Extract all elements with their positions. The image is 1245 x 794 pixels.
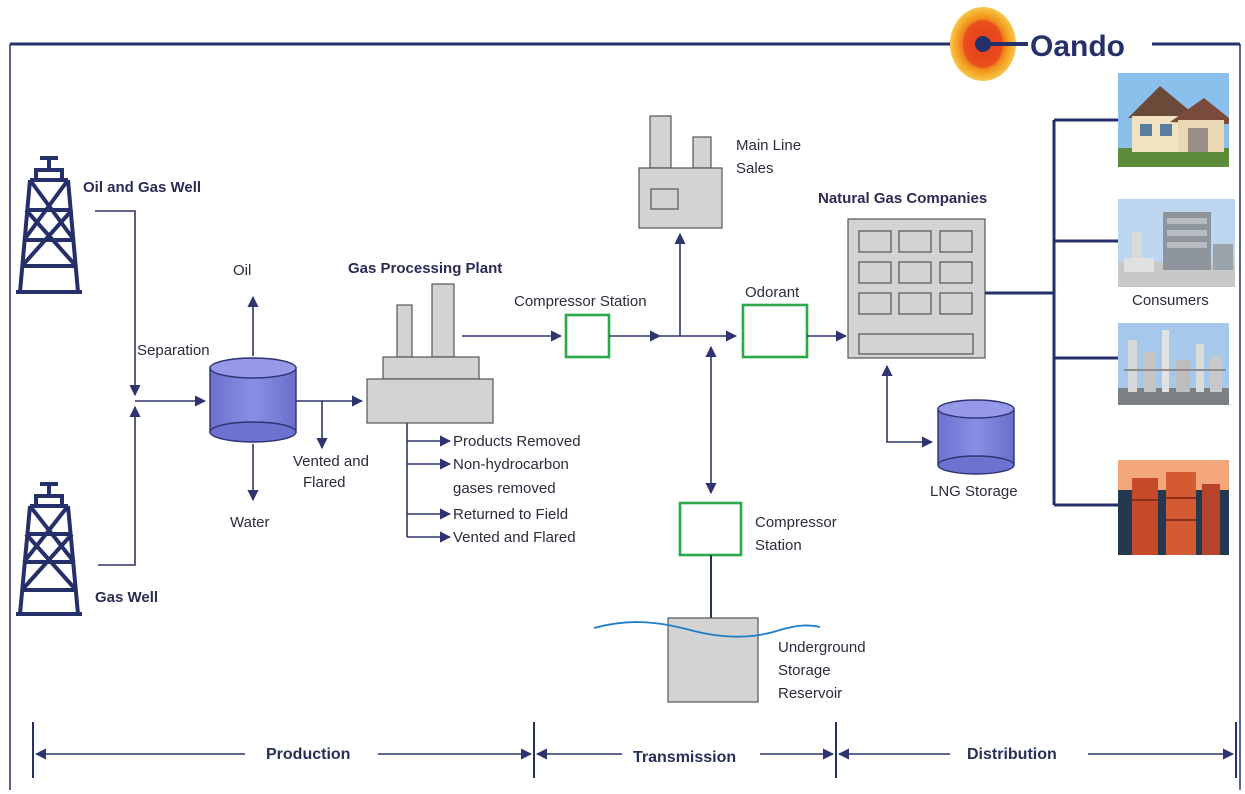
underground-label-2: Storage [778, 662, 831, 679]
separator-tank [209, 357, 297, 443]
phase-transmission-label: Transmission [633, 749, 736, 766]
underground-storage-reservoir [593, 617, 821, 703]
compressor-station-label: Compressor Station [514, 293, 647, 310]
gas-processing-plant [366, 283, 494, 424]
underground-label-3: Reservoir [778, 685, 842, 702]
returned-to-field-label: Returned to Field [453, 506, 568, 523]
phase-distribution-label: Distribution [967, 746, 1057, 763]
natural-gas-companies-building [847, 218, 986, 359]
oil-label: Oil [233, 262, 251, 279]
underground-label-1: Underground [778, 639, 866, 656]
vented-flared-label-2: Flared [303, 474, 346, 491]
phase-production-label: Production [266, 746, 350, 763]
lng-storage-label: LNG Storage [930, 483, 1018, 500]
compressor-station-box [564, 313, 611, 359]
vented-and-flared-label: Vented and Flared [453, 529, 576, 546]
main-line-label-2: Sales [736, 160, 774, 177]
compressor-station-2-box [678, 501, 743, 557]
odorant-label: Odorant [745, 284, 800, 301]
industrial-tanks-photo [1118, 460, 1229, 555]
power-plant-photo [1118, 199, 1235, 287]
products-removed-label: Products Removed [453, 433, 581, 450]
plant-output-lines [406, 423, 452, 543]
separation-label: Separation [137, 342, 210, 359]
non-hydrocarbon-label-2: gases removed [453, 480, 556, 497]
refinery-photo [1118, 323, 1229, 405]
oil-and-gas-well-label: Oil and Gas Well [83, 179, 201, 196]
distribution-lines [985, 118, 1118, 507]
gas-processing-plant-label: Gas Processing Plant [348, 260, 502, 277]
main-line-sales-building [638, 115, 723, 229]
lng-storage-arrow [881, 364, 934, 448]
water-label: Water [230, 514, 269, 531]
main-line-label-1: Main Line [736, 137, 801, 154]
compressor-station-2-label-2: Station [755, 537, 802, 554]
well-collection-lines [95, 210, 207, 566]
oando-logo-text: Oando [1030, 30, 1125, 63]
gas-well-label: Gas Well [95, 589, 158, 606]
oando-logo: Oando [950, 7, 1152, 81]
house-photo [1118, 73, 1229, 167]
odorant-box [741, 303, 809, 359]
vented-flared-label-1: Vented and [293, 453, 369, 470]
lng-storage-tank [937, 399, 1015, 475]
non-hydrocarbon-label-1: Non-hydrocarbon [453, 456, 569, 473]
natural-gas-companies-label: Natural Gas Companies [818, 190, 987, 207]
phase-bar [32, 722, 1237, 778]
oil-derrick-icon [16, 482, 82, 616]
consumers-label: Consumers [1132, 292, 1209, 309]
compressor-station-2-label-1: Compressor [755, 514, 837, 531]
oil-derrick-icon [16, 156, 82, 294]
